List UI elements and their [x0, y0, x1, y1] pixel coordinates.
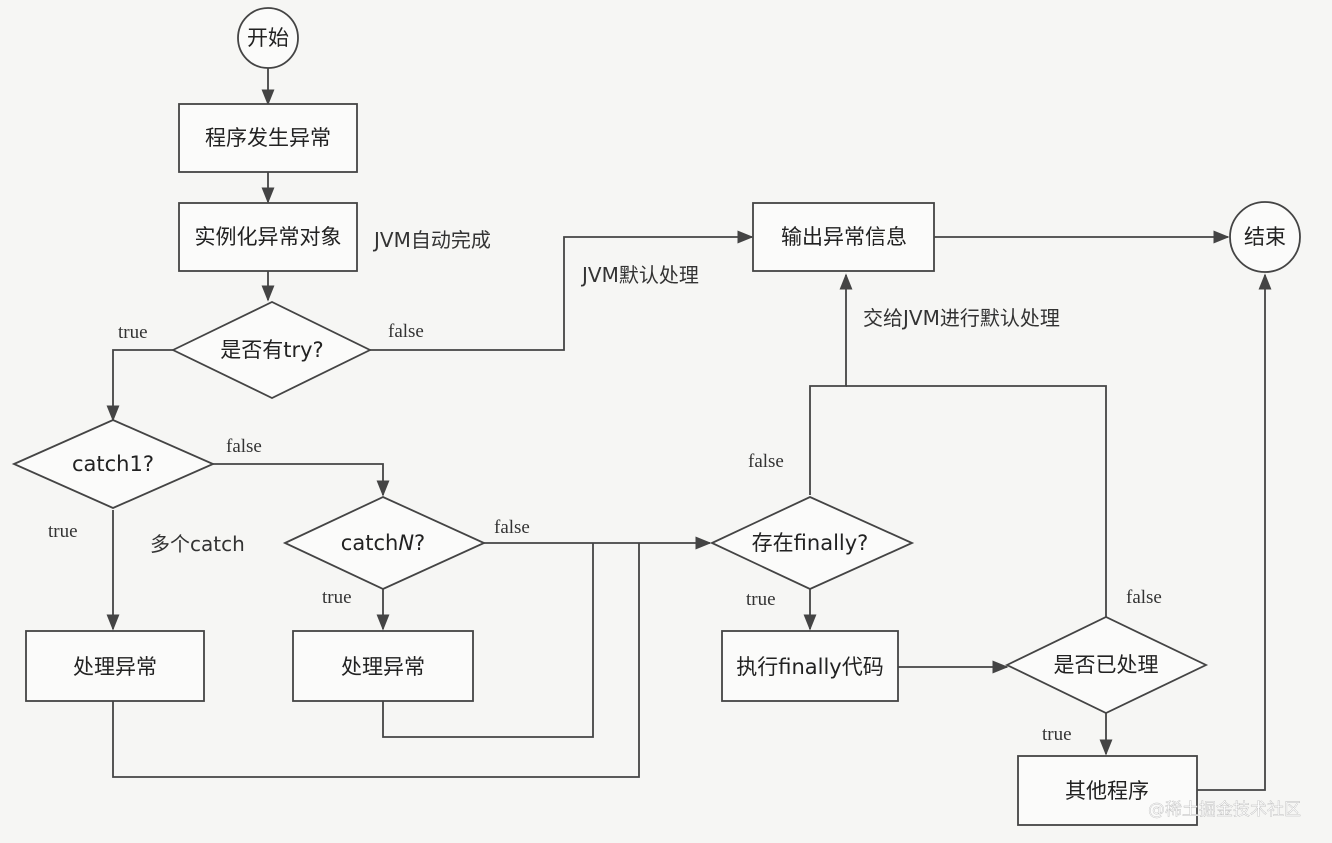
- edge-try-false-to-output: [370, 230, 754, 351]
- label-catch1-false: false: [226, 436, 262, 457]
- node-output: 输出异常信息: [752, 202, 935, 272]
- catchN-suffix: ?: [414, 531, 425, 555]
- node-handle1-label: 处理异常: [73, 655, 157, 679]
- node-other: 其他程序: [1017, 755, 1198, 826]
- node-other-label: 其他程序: [1065, 779, 1149, 803]
- edge-handle1-merge: [112, 543, 640, 778]
- catchN-italic: N: [398, 531, 414, 555]
- label-try-false: false: [388, 321, 424, 342]
- edge-finally-false-to-output: [809, 273, 853, 495]
- watermark: @稀土掘金技术社区: [1148, 800, 1301, 820]
- node-catch1: catch1?: [11, 419, 216, 509]
- label-try-true: true: [118, 322, 148, 343]
- label-finally-false: false: [748, 451, 784, 472]
- label-catchN-true: true: [322, 587, 352, 608]
- node-has-finally: 存在finally?: [709, 496, 915, 590]
- label-multi-catch: 多个catch: [150, 532, 245, 556]
- label-finally-true: true: [746, 589, 776, 610]
- node-has-try: 是否有try?: [170, 300, 373, 400]
- label-catch1-true: true: [48, 521, 78, 542]
- node-instantiate-label: 实例化异常对象: [195, 225, 342, 249]
- node-has-try-label: 是否有try?: [220, 338, 323, 362]
- node-exception-label: 程序发生异常: [205, 126, 331, 150]
- node-exec-finally: 执行finally代码: [721, 630, 899, 702]
- label-handled-true: true: [1042, 724, 1072, 745]
- label-catchN-false: false: [494, 517, 530, 538]
- node-handled: 是否已处理: [1004, 616, 1209, 714]
- node-catchN-label: catchN?: [341, 531, 425, 555]
- label-jvm-default: JVM默认处理: [580, 263, 699, 287]
- edge-handled-false-up: [846, 385, 1107, 617]
- label-handled-false: false: [1126, 587, 1162, 608]
- label-jvm-auto: JVM自动完成: [372, 228, 491, 252]
- catchN-prefix: catch: [341, 531, 399, 555]
- edge-labels: JVM自动完成 JVM默认处理 交给JVM进行默认处理 多个catch true…: [48, 228, 1162, 745]
- edge-other-to-end: [1197, 273, 1272, 791]
- edge-try-true-to-catch1: [106, 349, 173, 422]
- node-end-label: 结束: [1244, 225, 1286, 249]
- edges: [106, 67, 1272, 791]
- node-exception: 程序发生异常: [178, 103, 358, 173]
- node-instantiate: 实例化异常对象: [178, 202, 358, 272]
- node-handle1: 处理异常: [25, 630, 205, 702]
- node-catchN: catchN?: [282, 496, 487, 590]
- node-start: 开始: [237, 7, 299, 69]
- node-handled-label: 是否已处理: [1054, 653, 1159, 677]
- node-handleN: 处理异常: [292, 630, 474, 702]
- node-catch1-label: catch1?: [72, 452, 154, 476]
- node-end: 结束: [1229, 201, 1301, 273]
- node-handleN-label: 处理异常: [341, 655, 425, 679]
- node-start-label: 开始: [247, 26, 289, 50]
- label-to-jvm: 交给JVM进行默认处理: [863, 306, 1060, 330]
- edge-handleN-merge: [382, 543, 594, 738]
- node-output-label: 输出异常信息: [781, 225, 907, 249]
- node-has-finally-label: 存在finally?: [752, 531, 869, 555]
- node-exec-finally-label: 执行finally代码: [736, 655, 884, 679]
- edge-catch1-false-to-catchN: [213, 463, 390, 497]
